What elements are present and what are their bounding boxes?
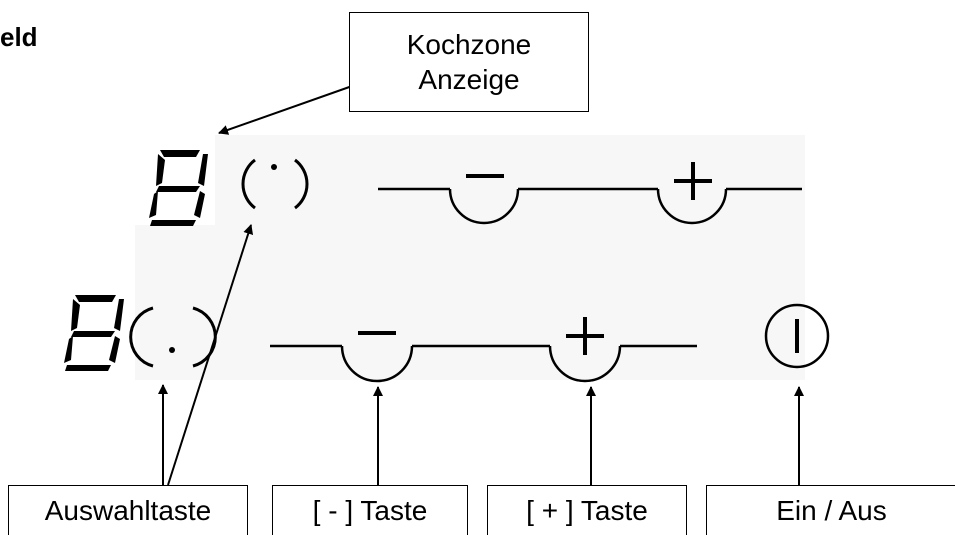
arrow-to-top-select-key: [167, 224, 254, 486]
top-plus-key-icon[interactable]: [674, 162, 712, 200]
label-ein-aus: Ein / Aus: [706, 485, 955, 535]
top-digit-display-icon: [149, 150, 208, 226]
panel-background: [135, 135, 805, 380]
label-minus-taste: [ - ] Taste: [272, 485, 468, 535]
power-key-icon[interactable]: [764, 303, 830, 369]
top-select-key-icon[interactable]: [241, 158, 309, 210]
label-kochzone-anzeige: Kochzone Anzeige: [349, 12, 589, 112]
label-plus-taste: [ + ] Taste: [487, 485, 687, 535]
arrows: [158, 84, 804, 486]
label-kochzone-line2: Anzeige: [418, 64, 520, 95]
bottom-digit-display-icon: [64, 295, 124, 371]
top-slider[interactable]: [378, 187, 802, 225]
bottom-plus-key-icon[interactable]: [566, 317, 604, 355]
arrow-to-top-display: [218, 84, 356, 135]
bottom-slider[interactable]: [270, 344, 697, 383]
label-kochzone-line1: Kochzone: [406, 29, 532, 60]
heading-fragment: eld: [0, 22, 38, 52]
label-auswahltaste: Auswahltaste: [8, 485, 248, 535]
